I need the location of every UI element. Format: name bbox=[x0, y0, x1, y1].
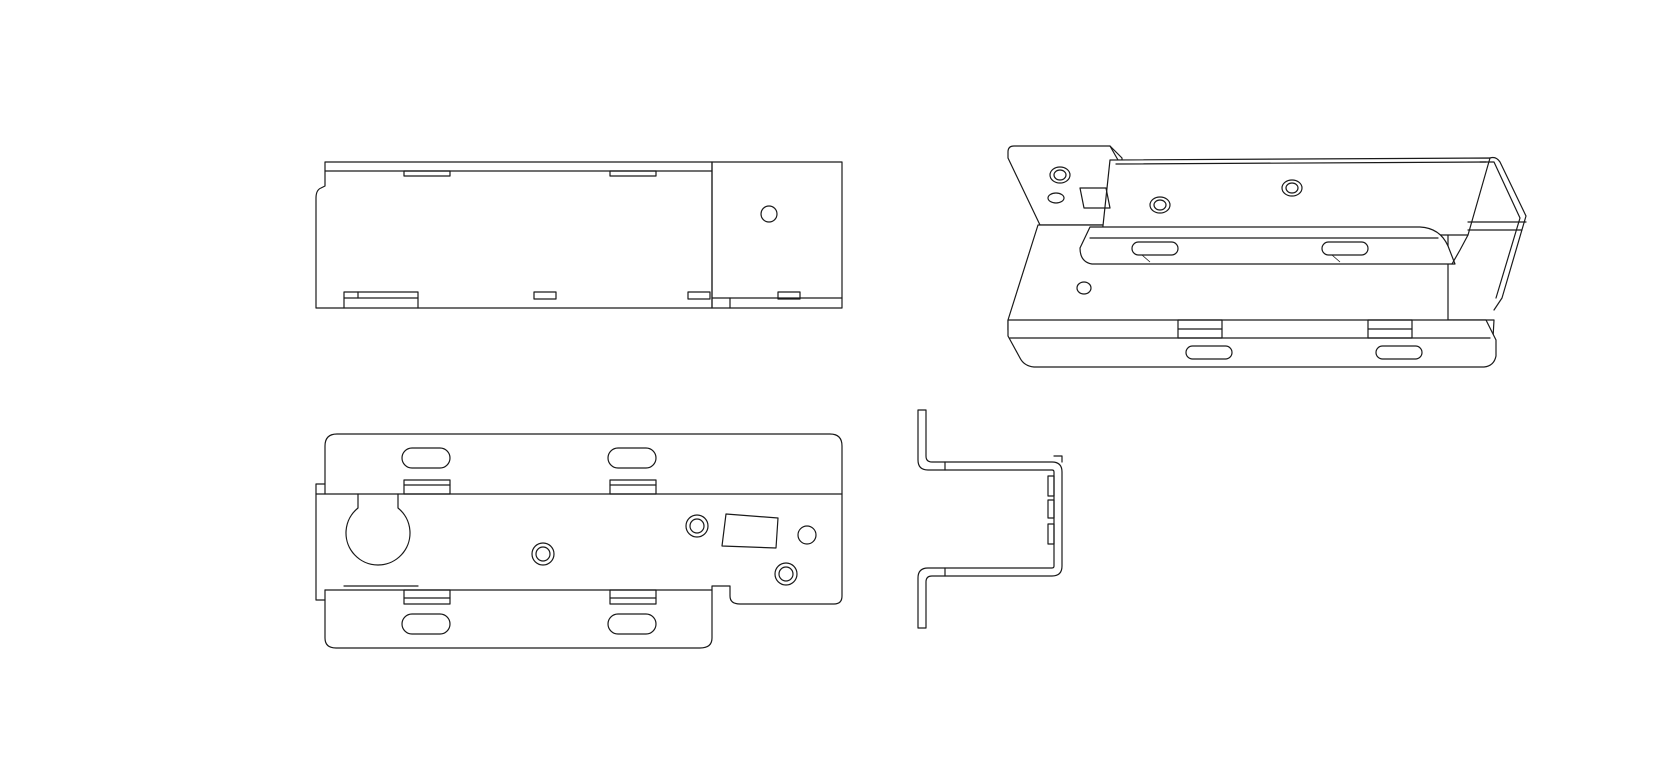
side-view-bottom-tabs bbox=[344, 292, 800, 308]
iso-rail-tabs bbox=[1178, 320, 1412, 338]
top-view-holes bbox=[532, 515, 816, 585]
end-view-profile bbox=[918, 410, 1062, 628]
top-view-outline bbox=[316, 434, 842, 648]
rect-window bbox=[722, 514, 778, 548]
iso-slots bbox=[1132, 242, 1422, 359]
side-view-top-tabs bbox=[404, 171, 656, 176]
iso-right-frame bbox=[1452, 158, 1526, 311]
end-view-tabs bbox=[1048, 456, 1062, 544]
top-view-tabs bbox=[404, 480, 656, 604]
top-view-slots bbox=[402, 448, 656, 634]
iso-screws bbox=[1048, 167, 1302, 294]
keyhole bbox=[346, 494, 410, 565]
iso-window bbox=[1080, 188, 1110, 208]
side-view-hole bbox=[761, 206, 777, 222]
